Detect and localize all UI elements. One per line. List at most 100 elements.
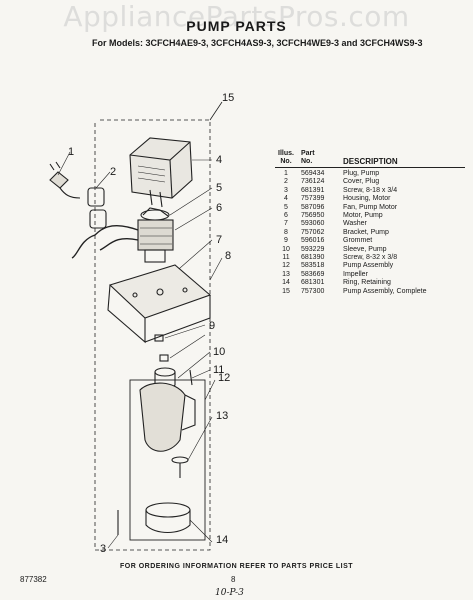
table-row: 9 596016 Grommet bbox=[275, 237, 465, 245]
header-illus-label: Illus. bbox=[278, 150, 294, 157]
row-illus-no: 6 bbox=[284, 212, 288, 220]
table-row: 12 583518 Pump Assembly bbox=[275, 262, 465, 270]
table-row: 10 593229 Sleeve, Pump bbox=[275, 246, 465, 254]
table-row: 8 757062 Bracket, Pump bbox=[275, 229, 465, 237]
row-description: Pump Assembly bbox=[343, 262, 394, 270]
table-row: 2 736124 Cover, Plug bbox=[275, 178, 465, 186]
parts-table-header: Illus. No. Part No. DESCRIPTION bbox=[275, 150, 465, 168]
header-part-label: Part bbox=[301, 150, 315, 157]
motor-housing bbox=[129, 137, 193, 208]
row-part-no: 583669 bbox=[301, 270, 325, 278]
exploded-diagram bbox=[49, 101, 223, 551]
row-illus-no: 7 bbox=[284, 220, 288, 228]
table-row: 7 593060 Washer bbox=[275, 220, 465, 228]
document-code: 877382 bbox=[20, 575, 47, 584]
row-part-no: 583518 bbox=[301, 262, 325, 270]
table-row: 3 681391 Screw, 8-18 x 3/4 bbox=[275, 187, 465, 195]
callout-12: 12 bbox=[218, 372, 231, 384]
row-description: Ring, Retaining bbox=[343, 279, 391, 287]
retaining-ring bbox=[145, 502, 191, 534]
callout-11: 11 bbox=[213, 364, 225, 376]
row-description: Impeller bbox=[343, 270, 368, 278]
row-illus-no: 10 bbox=[282, 245, 290, 253]
row-illus-no: 2 bbox=[284, 178, 288, 186]
pump-assembly bbox=[129, 379, 206, 541]
row-description: Sleeve, Pump bbox=[343, 245, 387, 253]
row-description: Cover, Plug bbox=[343, 178, 380, 186]
row-description: Pump Assembly, Complete bbox=[343, 287, 427, 295]
table-row: 11 681390 Screw, 8-32 x 3/8 bbox=[275, 254, 465, 262]
header-part-no: Part No. bbox=[297, 150, 337, 166]
callout-13: 13 bbox=[216, 410, 229, 422]
screw-11 bbox=[189, 369, 193, 386]
row-part-no: 756950 bbox=[301, 212, 325, 220]
row-illus-no: 8 bbox=[284, 228, 288, 236]
row-illus-no: 1 bbox=[284, 170, 288, 177]
callout-6: 6 bbox=[216, 202, 223, 214]
row-illus-no: 9 bbox=[284, 237, 288, 245]
page-title: PUMP PARTS bbox=[186, 18, 287, 34]
assembly-outline bbox=[94, 119, 211, 551]
row-description: Grommet bbox=[343, 237, 373, 245]
row-illus-no: 5 bbox=[284, 203, 288, 211]
watermark: AppliancePartsPros.com bbox=[63, 0, 410, 33]
row-part-no: 757300 bbox=[301, 287, 325, 295]
row-description: Bracket, Pump bbox=[343, 228, 389, 236]
row-description: Washer bbox=[343, 220, 367, 228]
header-illus-no-label: No. bbox=[280, 158, 292, 165]
row-part-no: 736124 bbox=[301, 178, 325, 186]
fan bbox=[140, 207, 170, 221]
row-part-no: 569434 bbox=[301, 170, 325, 177]
row-part-no: 681390 bbox=[301, 254, 325, 262]
row-part-no: 587096 bbox=[301, 203, 325, 211]
row-part-no: 757062 bbox=[301, 228, 325, 236]
header-description: DESCRIPTION bbox=[343, 156, 398, 166]
callout-10: 10 bbox=[213, 346, 226, 358]
row-part-no: 681301 bbox=[301, 279, 325, 287]
handwritten-note: 10-P-3 bbox=[215, 588, 244, 598]
row-part-no: 681391 bbox=[301, 186, 325, 194]
row-illus-no: 3 bbox=[284, 186, 288, 194]
row-description: Housing, Motor bbox=[343, 195, 391, 203]
callout-8: 8 bbox=[225, 250, 232, 262]
row-illus-no: 12 bbox=[282, 262, 290, 270]
table-row: 13 583669 Impeller bbox=[275, 271, 465, 279]
callout-5: 5 bbox=[216, 182, 223, 194]
callout-9: 9 bbox=[209, 320, 216, 332]
leader-15 bbox=[209, 101, 223, 121]
row-part-no: 593229 bbox=[301, 245, 325, 253]
table-row: 1 569434 Plug, Pump bbox=[275, 170, 465, 178]
row-illus-no: 11 bbox=[282, 254, 290, 262]
row-part-no: 593060 bbox=[301, 220, 325, 228]
row-illus-no: 14 bbox=[282, 279, 290, 287]
plug-cover bbox=[87, 187, 107, 229]
header-part-no-label: No. bbox=[301, 158, 313, 165]
row-description: Screw, 8-32 x 3/8 bbox=[343, 254, 398, 262]
callout-3: 3 bbox=[100, 543, 107, 555]
table-row: 14 681301 Ring, Retaining bbox=[275, 279, 465, 287]
row-illus-no: 13 bbox=[282, 270, 290, 278]
header-illus-no: Illus. No. bbox=[275, 150, 297, 166]
page-number: 8 bbox=[231, 575, 236, 584]
row-part-no: 757399 bbox=[301, 195, 325, 203]
grommet-a bbox=[154, 334, 164, 342]
row-part-no: 596016 bbox=[301, 237, 325, 245]
pump-bracket bbox=[107, 264, 212, 344]
row-description: Fan, Pump Motor bbox=[343, 203, 398, 211]
callout-4: 4 bbox=[216, 154, 223, 166]
impeller bbox=[171, 456, 189, 478]
callout-15: 15 bbox=[222, 92, 235, 104]
row-description: Plug, Pump bbox=[343, 170, 380, 177]
models-line: For Models: 3CFCH4AE9-3, 3CFCH4AS9-3, 3C… bbox=[92, 38, 423, 48]
callout-1: 1 bbox=[68, 146, 75, 158]
plug bbox=[49, 161, 81, 199]
ordering-info: FOR ORDERING INFORMATION REFER TO PARTS … bbox=[119, 563, 354, 570]
row-description: Screw, 8-18 x 3/4 bbox=[343, 186, 398, 194]
table-row: 5 587096 Fan, Pump Motor bbox=[275, 204, 465, 212]
